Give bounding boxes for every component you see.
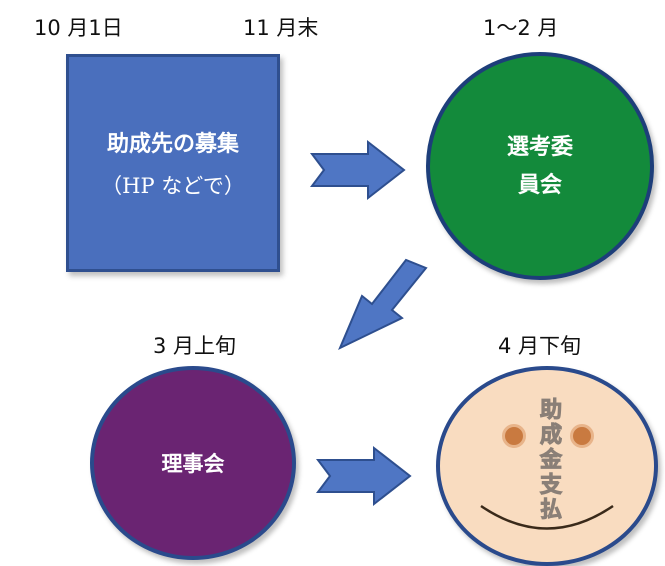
payment-char: 金 bbox=[539, 447, 562, 473]
grant-payment-smiley: 助 成 金 支 払 bbox=[436, 366, 658, 566]
arrow-right-icon bbox=[316, 445, 412, 507]
label-jan-feb: 1～2 月 bbox=[483, 16, 559, 40]
recruitment-box: 助成先の募集 （HP などで） bbox=[66, 54, 280, 272]
selection-committee-circle: 選考委 員会 bbox=[426, 52, 654, 280]
board-label: 理事会 bbox=[161, 451, 225, 476]
recruitment-subtitle: （HP などで） bbox=[101, 174, 245, 198]
smiley-right-eye-icon bbox=[570, 424, 594, 448]
label-late-april: 4 月下旬 bbox=[498, 334, 582, 358]
recruitment-title: 助成先の募集 bbox=[106, 131, 239, 157]
board-meeting-circle: 理事会 bbox=[90, 366, 296, 560]
payment-char: 支 bbox=[539, 472, 562, 498]
payment-vertical-text: 助 成 金 支 払 bbox=[538, 397, 564, 523]
label-nov-end: 11 月末 bbox=[243, 16, 319, 40]
committee-line-2: 員会 bbox=[517, 172, 562, 198]
payment-char: 成 bbox=[539, 422, 562, 448]
label-early-march: 3 月上旬 bbox=[153, 334, 237, 358]
payment-char: 払 bbox=[539, 497, 562, 523]
arrow-right-icon bbox=[310, 139, 406, 201]
smiley-mouth-icon bbox=[480, 504, 614, 530]
arrow-down-left-icon bbox=[338, 258, 428, 351]
smiley-left-eye-icon bbox=[502, 424, 526, 448]
payment-char: 助 bbox=[539, 397, 562, 423]
committee-line-1: 選考委 bbox=[506, 134, 573, 160]
label-oct-1: 10 月1日 bbox=[34, 16, 123, 40]
